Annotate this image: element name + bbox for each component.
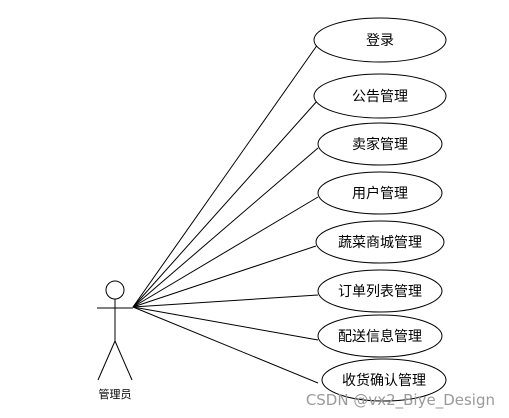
association-line-shop <box>132 245 317 308</box>
use-case-label: 卖家管理 <box>352 136 408 153</box>
use-case-ellipse <box>317 171 443 215</box>
use-case-user-management[interactable]: 用户管理 <box>317 171 443 215</box>
use-case-label: 用户管理 <box>352 185 408 202</box>
use-case-label: 订单列表管理 <box>338 284 422 300</box>
actor-left-leg <box>97 340 116 381</box>
actor <box>97 280 133 381</box>
association-line-order <box>132 294 319 308</box>
association-line-user <box>132 196 319 308</box>
use-case-login[interactable]: 登录 <box>313 17 447 63</box>
actor-right-leg <box>114 340 133 381</box>
association-line-delivery <box>132 306 319 341</box>
use-case-ellipse <box>313 17 447 63</box>
use-case-vegetable-mall-management[interactable]: 蔬菜商城管理 <box>315 220 445 264</box>
use-case-delivery-info-management[interactable]: 配送信息管理 <box>317 314 443 358</box>
association-line-notice <box>132 99 319 308</box>
use-case-order-list-management[interactable]: 订单列表管理 <box>317 269 443 313</box>
use-case-ellipse <box>317 269 443 313</box>
actor-head <box>105 280 125 300</box>
actor-label: 管理员 <box>99 387 132 401</box>
use-case-seller-management[interactable]: 卖家管理 <box>317 122 443 166</box>
use-case-ellipse <box>321 358 447 402</box>
association-lines <box>132 43 319 384</box>
use-case-label: 公告管理 <box>352 89 408 105</box>
use-case-ellipse <box>315 220 445 264</box>
use-case-notice-management[interactable]: 公告管理 <box>313 73 447 119</box>
use-case-label: 登录 <box>366 33 394 49</box>
association-line-receipt <box>132 306 319 384</box>
use-case-ellipse <box>313 73 447 119</box>
use-case-label: 收货确认管理 <box>342 372 426 389</box>
association-line-seller <box>132 147 319 308</box>
watermark-text: CSDN @vx2_Biye_Design <box>306 391 495 410</box>
association-line-login <box>132 43 319 308</box>
use-case-label: 蔬菜商城管理 <box>338 235 422 251</box>
use-case-label: 配送信息管理 <box>338 328 422 345</box>
use-case-receipt-confirmation-management[interactable]: 收货确认管理 <box>321 358 447 402</box>
use-case-ellipse <box>317 314 443 358</box>
use-case-ellipse <box>317 122 443 166</box>
